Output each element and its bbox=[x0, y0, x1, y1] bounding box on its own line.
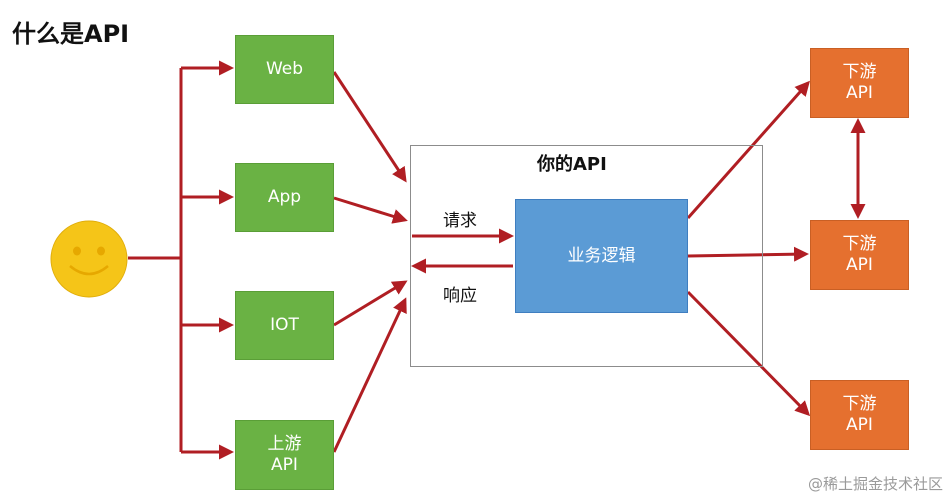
client-iot-label: IOT bbox=[270, 315, 299, 335]
downstream-api-1-line1: 下游 bbox=[842, 62, 877, 82]
client-iot-box: IOT bbox=[235, 291, 334, 360]
client-app-label: App bbox=[267, 187, 302, 207]
client-app-box: App bbox=[235, 163, 334, 232]
page-title: 什么是API bbox=[12, 20, 130, 48]
downstream-api-box-3: 下游 API bbox=[810, 380, 909, 450]
response-label: 响应 bbox=[443, 286, 477, 306]
watermark: @稀土掘金技术社区 bbox=[807, 475, 943, 493]
business-logic-label: 业务逻辑 bbox=[567, 245, 636, 266]
downstream-api-box-2: 下游 API bbox=[810, 220, 909, 290]
upstream-api-line1: 上游 bbox=[267, 434, 302, 454]
your-api-title: 你的API bbox=[537, 154, 607, 175]
downstream-api-1-line2: API bbox=[846, 83, 873, 103]
downstream-api-3-line1: 下游 bbox=[842, 394, 877, 414]
client-web-label: Web bbox=[265, 59, 304, 79]
client-web-box: Web bbox=[235, 35, 334, 104]
smiley-user-icon bbox=[50, 220, 128, 298]
downstream-api-2-line1: 下游 bbox=[842, 234, 877, 254]
downstream-api-2-line2: API bbox=[846, 255, 873, 275]
your-api-frame bbox=[410, 145, 763, 367]
upstream-api-line2: API bbox=[271, 455, 298, 475]
upstream-api-box: 上游 API bbox=[235, 420, 334, 490]
request-label: 请求 bbox=[443, 211, 477, 231]
business-logic-box: 业务逻辑 bbox=[515, 199, 688, 313]
downstream-api-3-line2: API bbox=[846, 415, 873, 435]
downstream-api-box-1: 下游 API bbox=[810, 48, 909, 118]
